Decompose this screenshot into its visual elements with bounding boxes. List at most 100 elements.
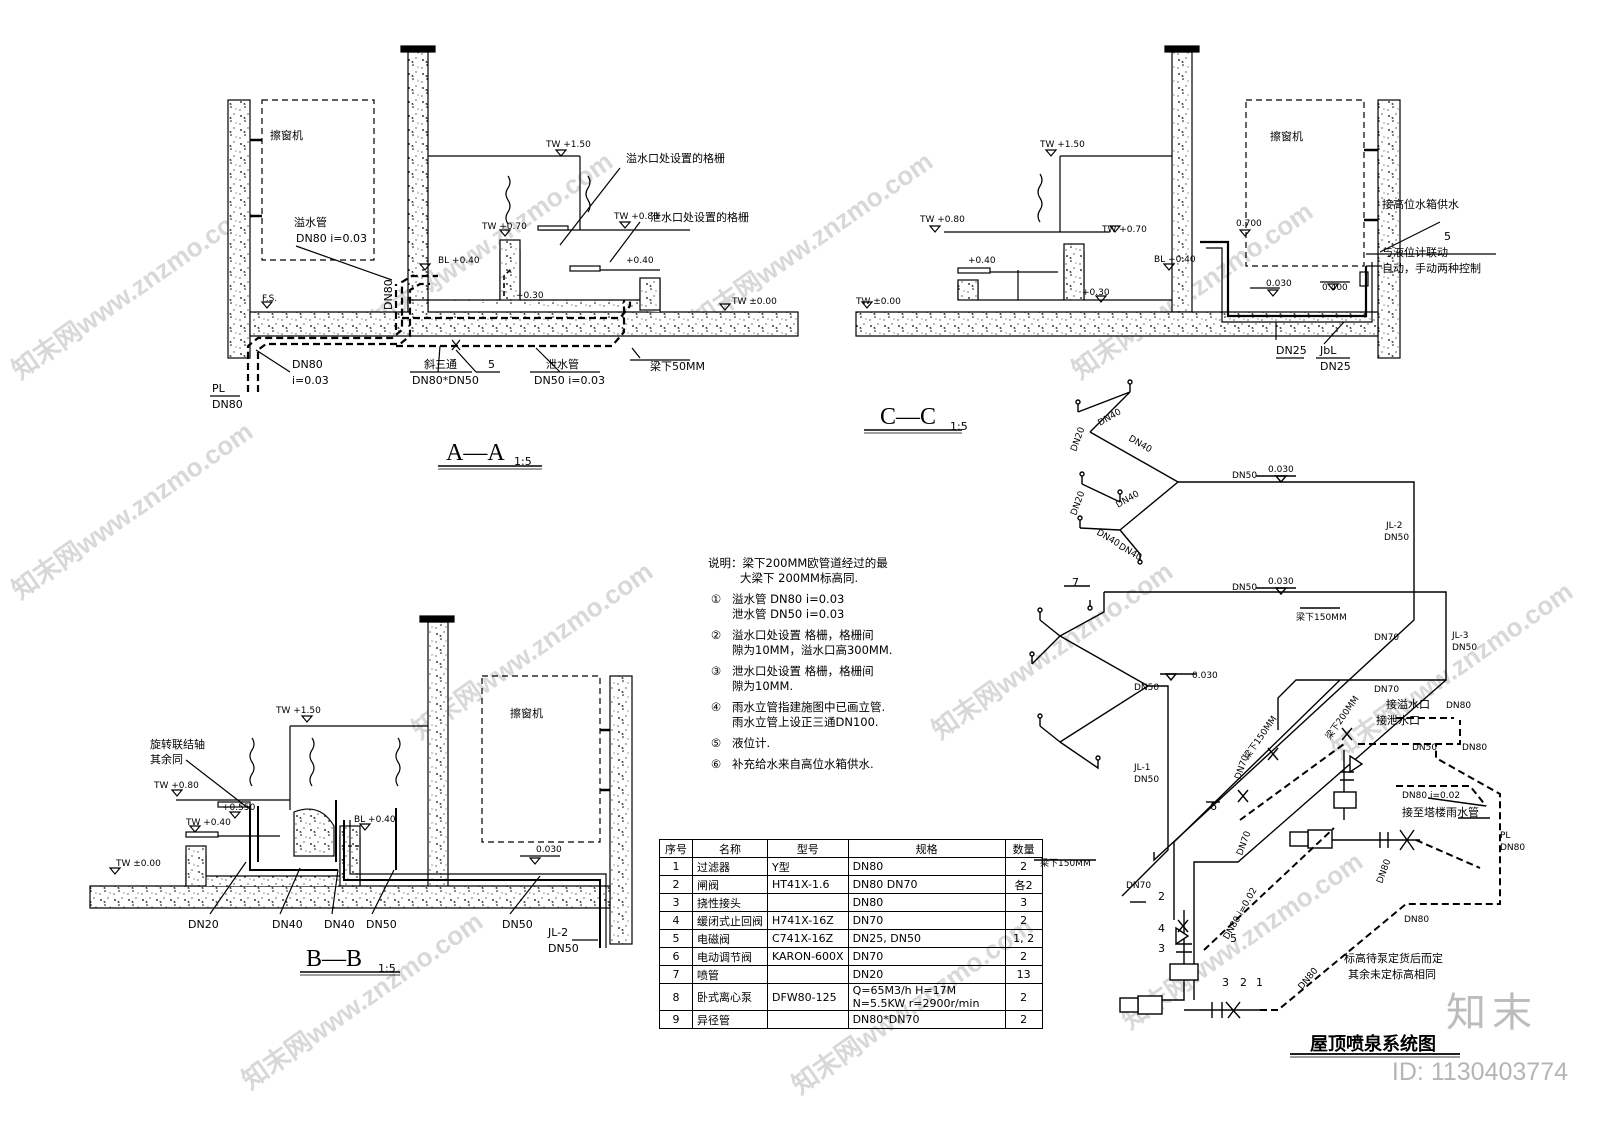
bb-dn20: DN20 <box>188 918 219 931</box>
note-number: ⑥ <box>710 757 722 771</box>
table-cell: 13 <box>1004 965 1043 984</box>
sys-pl-dn: DN80 <box>1500 843 1525 853</box>
bb-column <box>427 621 449 889</box>
table-cell: DN80*DN70 <box>847 1010 1006 1029</box>
bb-v030: 0.030 <box>536 845 562 855</box>
table-cell: DN70 <box>847 947 1006 966</box>
aa-i003: i=0.03 <box>292 374 329 387</box>
sys-v030b: 0.030 <box>1268 577 1294 587</box>
cc-scale: 1:5 <box>950 420 968 433</box>
sys-dn40: DN40 <box>1097 407 1124 428</box>
sys-pl: PL <box>1500 831 1510 841</box>
sys-conn-drain: 接泄水口 <box>1376 714 1420 727</box>
table-cell: 电动调节阀 <box>692 947 768 966</box>
cc-p040: +0.40 <box>968 256 996 266</box>
note-text: 泄水口处设置 格栅，格栅间隙为10MM. <box>732 664 874 694</box>
table-cell: 电磁阀 <box>692 929 768 948</box>
sys-dn70d: DN70 <box>1235 830 1253 857</box>
table-cell: 各2 <box>1004 875 1043 894</box>
table-cell: 2 <box>1004 1010 1043 1029</box>
table-cell: H741X-16Z <box>767 911 849 930</box>
sys-dn70e: DN70 <box>1126 881 1151 891</box>
aa-tee-spec: DN80*DN50 <box>412 374 479 387</box>
sys-v030a: 0.030 <box>1268 465 1294 475</box>
table-cell: 5 <box>659 929 693 948</box>
table-cell <box>767 1010 849 1029</box>
sys-jl2-dn: DN50 <box>1384 533 1409 543</box>
bb-bl040: BL +0.40 <box>354 815 396 825</box>
bb-floor-slab <box>89 885 611 909</box>
section-aa-labels: 擦窗机 溢水管 DN80 i=0.03 溢水口处设置的格栅 泄水口处设置的格栅 … <box>212 128 777 468</box>
aa-title: A—A <box>446 440 505 466</box>
sys-dn80d: DN80 <box>1404 915 1429 925</box>
sys-n7: 7 <box>1072 576 1079 589</box>
aa-fs: F.S. <box>262 294 277 304</box>
table-cell: 6 <box>659 947 693 966</box>
sys-dn80b: DN80 <box>1462 743 1487 753</box>
note-line: 隙为10MM. <box>732 679 794 693</box>
bb-right-wall <box>609 675 633 945</box>
bb-dn50a: DN50 <box>366 918 397 931</box>
table-cell: 异径管 <box>692 1010 768 1029</box>
section-cc-labels: 擦窗机 接高位水箱供水 5 与液位计联动 自动，手动两种控制 TW +1.50 … <box>855 129 1481 433</box>
sys-n5: 5 <box>1230 932 1237 945</box>
table-cell: DN20 <box>847 965 1006 984</box>
sys-dn40: DN40 <box>1117 542 1144 563</box>
bb-tw000: TW ±0.00 <box>115 859 161 869</box>
aa-tw070: TW +0.70 <box>481 222 527 232</box>
aa-column <box>407 51 429 313</box>
aa-pl-dn: DN80 <box>212 398 243 411</box>
bb-scale: 1:5 <box>378 962 396 975</box>
watermark-text: 知末网www.znzmo.com <box>236 906 488 1095</box>
table-cell: 8 <box>659 983 693 1011</box>
note-line: 泄水管 DN50 i=0.03 <box>732 607 845 621</box>
bb-rotary2: 其余同 <box>150 752 183 766</box>
col-header: 规格 <box>847 839 1006 858</box>
cc-n5: 5 <box>1444 230 1451 243</box>
table-cell: HT41X-1.6 <box>767 875 849 894</box>
sys-dn70c: DN70 <box>1233 754 1251 781</box>
cc-right-wall <box>1377 99 1401 359</box>
table-cell: 9 <box>659 1010 693 1029</box>
table-cell: 过滤器 <box>692 857 768 876</box>
sys-dn50c: DN50 <box>1134 683 1159 693</box>
cc-bl040: BL +0.40 <box>1154 255 1196 265</box>
note-line: 泄水口处设置 格栅，格栅间 <box>732 664 874 678</box>
table-cell: DFW80-125 <box>767 983 849 1011</box>
bb-dn40a: DN40 <box>272 918 303 931</box>
sys-dn80c: DN80 <box>1375 858 1393 885</box>
aa-overflow-pipe: 溢水管 <box>294 215 327 229</box>
table-cell: Y型 <box>767 857 849 876</box>
table-cell: 挠性接头 <box>692 893 768 912</box>
sys-jl3-dn: DN50 <box>1452 643 1477 653</box>
col-header: 数量 <box>1004 839 1043 858</box>
table-cell: 1, 2 <box>1004 929 1043 948</box>
cc-dn25: DN25 <box>1276 344 1307 357</box>
cc-supply: 接高位水箱供水 <box>1382 197 1459 211</box>
table-cell: 2 <box>659 875 693 894</box>
table-cell: 2 <box>1004 947 1043 966</box>
aa-n5: 5 <box>488 358 495 371</box>
section-bb-labels: 擦窗机 旋转联结轴 其余同 TW +1.50 TW +0.80 TW +0.40… <box>115 706 579 975</box>
bb-tw040: TW +0.40 <box>185 818 231 828</box>
note-number: ④ <box>710 700 722 714</box>
note-line: 溢水管 DN80 i=0.03 <box>732 592 845 606</box>
note-line: 雨水立管上设正三通DN100. <box>732 715 879 729</box>
sys-beam150: 梁下150MM <box>1296 611 1347 623</box>
sys-note2: 其余未定标高相同 <box>1348 967 1436 981</box>
table-cell: KARON-600X <box>767 947 849 966</box>
table-cell: 2 <box>1004 983 1043 1011</box>
note-line: 隙为10MM，溢水口高300MM. <box>732 643 893 657</box>
sys-dn70a: DN70 <box>1374 633 1399 643</box>
table-cell: DN80 DN70 <box>847 875 1006 894</box>
aa-grille-overflow: 溢水口处设置的格栅 <box>626 151 725 165</box>
table-cell: 4 <box>659 911 693 930</box>
